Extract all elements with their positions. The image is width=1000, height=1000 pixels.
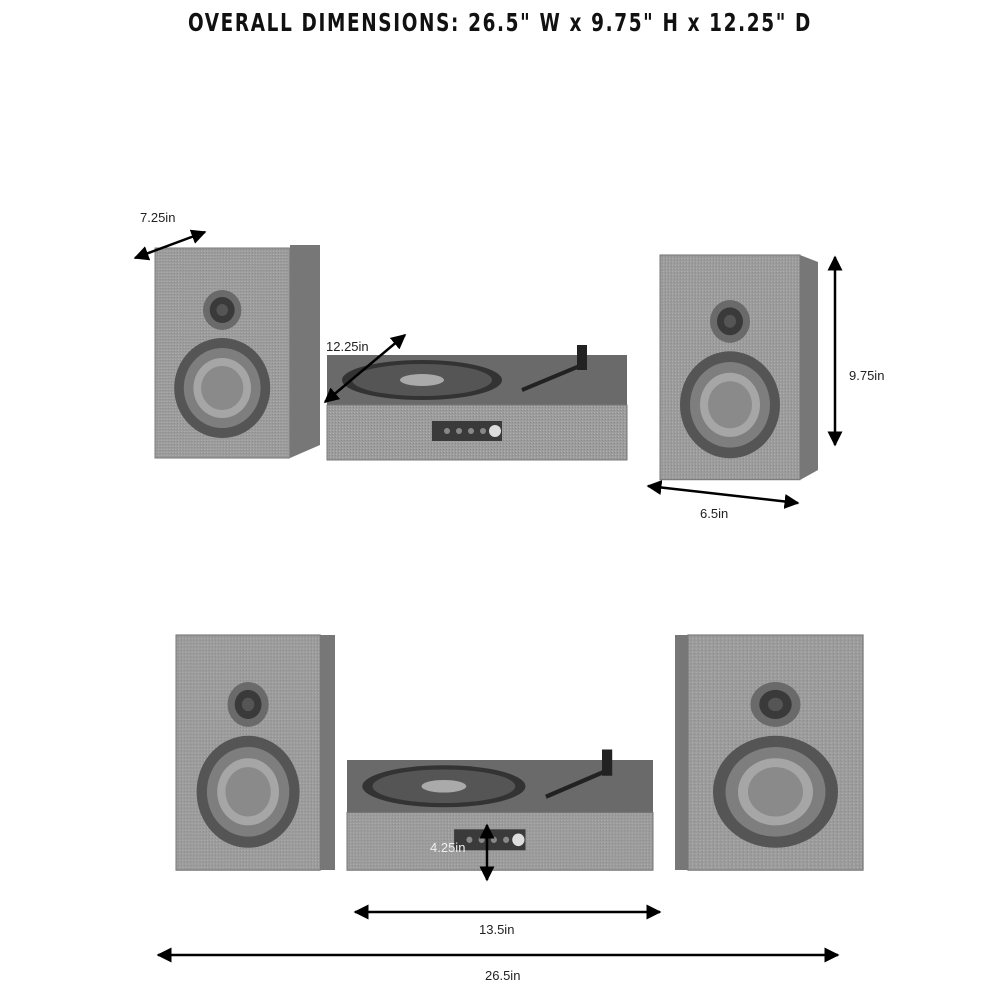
turntable-depth-arrow (323, 334, 407, 403)
speaker-width-arrow (646, 480, 800, 509)
speaker-width-label: 6.5in (700, 506, 728, 521)
top-right-speaker (659, 254, 818, 481)
front-right-speaker (675, 634, 864, 871)
overall-width-label: 26.5in (485, 968, 520, 983)
speaker-depth-label: 7.25in (140, 210, 175, 225)
turntable-height-label: 4.25in (430, 840, 465, 855)
front-turntable (347, 750, 653, 871)
top-left-speaker (154, 245, 320, 459)
speaker-depth-arrow (133, 229, 207, 261)
turntable-depth-label: 12.25in (326, 339, 369, 354)
overall-dimensions-title: OVERALL DIMENSIONS: 26.5" W x 9.75" H x … (188, 8, 812, 37)
front-left-speaker (175, 634, 335, 871)
speaker-height-label: 9.75in (849, 368, 884, 383)
turntable-width-label: 13.5in (479, 922, 514, 937)
